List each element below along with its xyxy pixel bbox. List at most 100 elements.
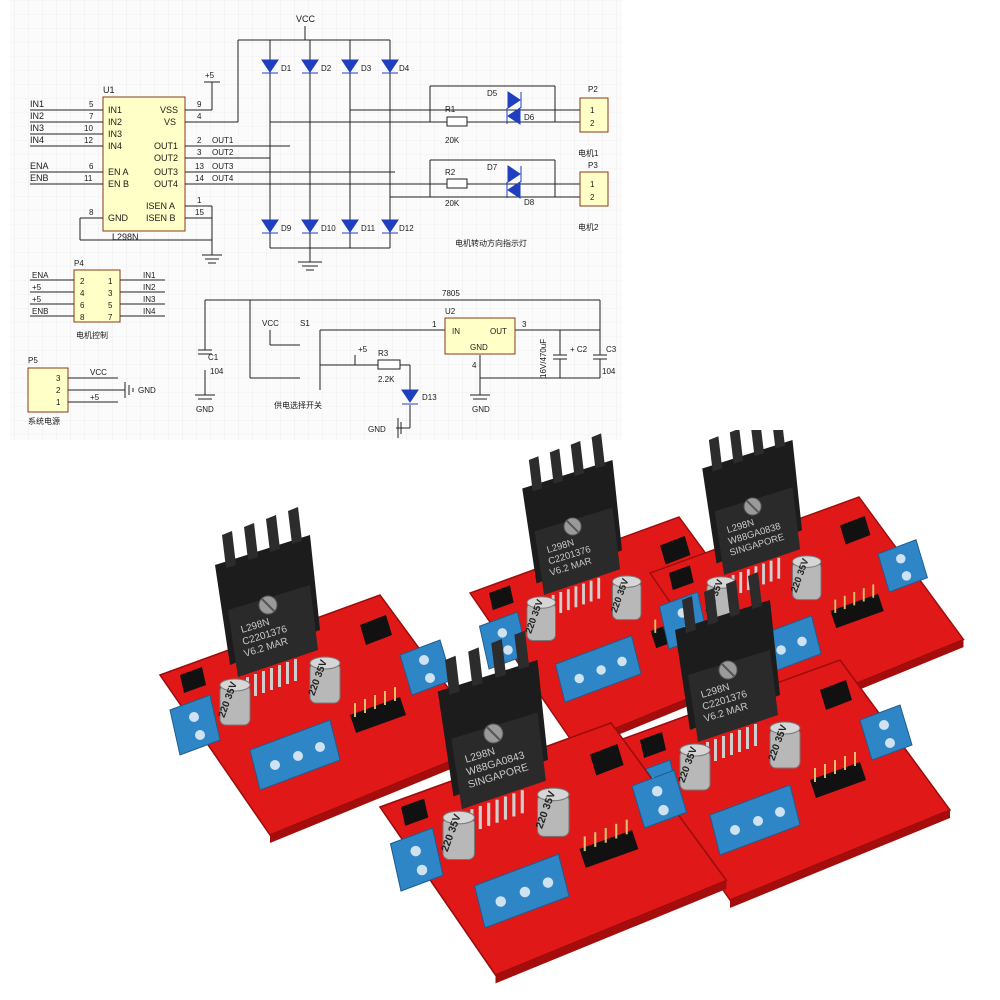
r3-value: 2.2K bbox=[378, 375, 395, 384]
net-in1: IN1 bbox=[30, 99, 44, 109]
net-in4: IN4 bbox=[30, 135, 44, 145]
r2-ref: R2 bbox=[445, 168, 456, 177]
p4-net: IN1 bbox=[143, 271, 156, 280]
p4-pin: 8 bbox=[80, 313, 85, 322]
schematic-diagram: U1 L298N IN1 IN2 IN3 IN4 ENA ENB 5 7 10 … bbox=[10, 0, 622, 440]
u1-part: L298N bbox=[112, 232, 139, 242]
u2-pin: 1 bbox=[432, 320, 437, 329]
pin-label: ISEN B bbox=[146, 213, 176, 223]
led-label: D7 bbox=[487, 163, 498, 172]
pin-label: IN3 bbox=[108, 129, 122, 139]
u2-pin: 3 bbox=[522, 320, 527, 329]
pin-label: VSS bbox=[160, 105, 178, 115]
p4-net: IN2 bbox=[143, 283, 156, 292]
diode-label: D1 bbox=[281, 64, 292, 73]
net-ena: ENA bbox=[30, 161, 49, 171]
p3-pin: 2 bbox=[590, 193, 595, 202]
net-label: OUT4 bbox=[212, 174, 234, 183]
led-label: D5 bbox=[487, 89, 498, 98]
gnd-label: GND bbox=[472, 405, 490, 414]
u2-gnd: GND bbox=[470, 343, 488, 352]
r1-value: 20K bbox=[445, 136, 460, 145]
gnd-label: GND bbox=[196, 405, 214, 414]
p3-caption: 电机2 bbox=[578, 222, 599, 232]
p5-pin: 2 bbox=[56, 386, 61, 395]
p3-ref: P3 bbox=[588, 161, 598, 170]
led-label: D6 bbox=[524, 113, 535, 122]
pin-label: EN A bbox=[108, 167, 129, 177]
pin-num: 4 bbox=[197, 112, 202, 121]
led-label: D8 bbox=[524, 198, 535, 207]
supply-plus5: +5 bbox=[205, 71, 215, 80]
pin-label: IN2 bbox=[108, 117, 122, 127]
diode-label: D3 bbox=[361, 64, 372, 73]
u2-pin: 4 bbox=[472, 361, 477, 370]
diode-label: D11 bbox=[361, 224, 376, 233]
pin-num: 3 bbox=[197, 148, 202, 157]
p4-net: +5 bbox=[32, 283, 42, 292]
gnd-label: GND bbox=[368, 425, 386, 434]
p4-ref: P4 bbox=[74, 259, 84, 268]
p4-net: ENB bbox=[32, 307, 48, 316]
p2-pin: 2 bbox=[590, 119, 595, 128]
net-in2: IN2 bbox=[30, 111, 44, 121]
pin-num: 8 bbox=[89, 208, 94, 217]
s1-caption: 供电选择开关 bbox=[274, 400, 322, 410]
d13-ref: D13 bbox=[422, 393, 437, 402]
p4-pin: 4 bbox=[80, 289, 85, 298]
led-symbols bbox=[506, 91, 522, 199]
u2-out: OUT bbox=[490, 327, 507, 336]
c3-value: 104 bbox=[602, 367, 616, 376]
supply-vcc: VCC bbox=[262, 319, 279, 328]
pin-num: 7 bbox=[89, 112, 94, 121]
pin-label: ISEN A bbox=[146, 201, 175, 211]
diode-label: D12 bbox=[399, 224, 414, 233]
c2-value: 16V/470uF bbox=[539, 339, 548, 378]
diode-label: D10 bbox=[321, 224, 336, 233]
p5-header: P5 3 2 1 VCC GND +5 系统电源 bbox=[27, 356, 156, 426]
net-in3: IN3 bbox=[30, 123, 44, 133]
pin-num: 15 bbox=[195, 208, 204, 217]
diode-bridge bbox=[237, 26, 391, 271]
p5-pin: 1 bbox=[56, 398, 61, 407]
p4-header: P4 ENA +5 +5 ENB 2 4 6 8 1 3 5 7 IN1 IN2… bbox=[30, 259, 165, 340]
led-d13-symbol bbox=[401, 389, 419, 405]
u2-ref: U2 bbox=[445, 307, 456, 316]
power-wiring bbox=[195, 299, 607, 438]
diode-label: D2 bbox=[321, 64, 332, 73]
c1-value: 104 bbox=[210, 367, 224, 376]
pin-num: 1 bbox=[197, 196, 202, 205]
p4-pin: 2 bbox=[80, 277, 85, 286]
net-label: OUT2 bbox=[212, 148, 234, 157]
ground-symbol bbox=[202, 254, 222, 264]
net-label: OUT3 bbox=[212, 162, 234, 171]
motor-indicator-caption: 电机转动方向指示灯 bbox=[455, 238, 527, 248]
r1-ref: R1 bbox=[445, 105, 456, 114]
pin-num: 10 bbox=[84, 124, 93, 133]
pin-num: 12 bbox=[84, 136, 93, 145]
net-label: OUT1 bbox=[212, 136, 234, 145]
pin-num: 13 bbox=[195, 162, 204, 171]
p4-pin: 1 bbox=[108, 277, 113, 286]
output-wiring bbox=[270, 85, 580, 198]
c1-ref: C1 bbox=[208, 353, 219, 362]
c3-ref: C3 bbox=[606, 345, 617, 354]
r2-value: 20K bbox=[445, 199, 460, 208]
u2-in: IN bbox=[452, 327, 460, 336]
pin-num: 6 bbox=[89, 162, 94, 171]
net-enb: ENB bbox=[30, 173, 49, 183]
pin-num: 9 bbox=[197, 100, 202, 109]
pin-label: EN B bbox=[108, 179, 129, 189]
pin-label: OUT2 bbox=[154, 153, 178, 163]
s1-ref: S1 bbox=[300, 319, 310, 328]
p4-net: IN4 bbox=[143, 307, 156, 316]
p2-pin: 1 bbox=[590, 106, 595, 115]
pin-label: IN1 bbox=[108, 105, 122, 115]
diode-label: D9 bbox=[281, 224, 292, 233]
pin-num: 2 bbox=[197, 136, 202, 145]
